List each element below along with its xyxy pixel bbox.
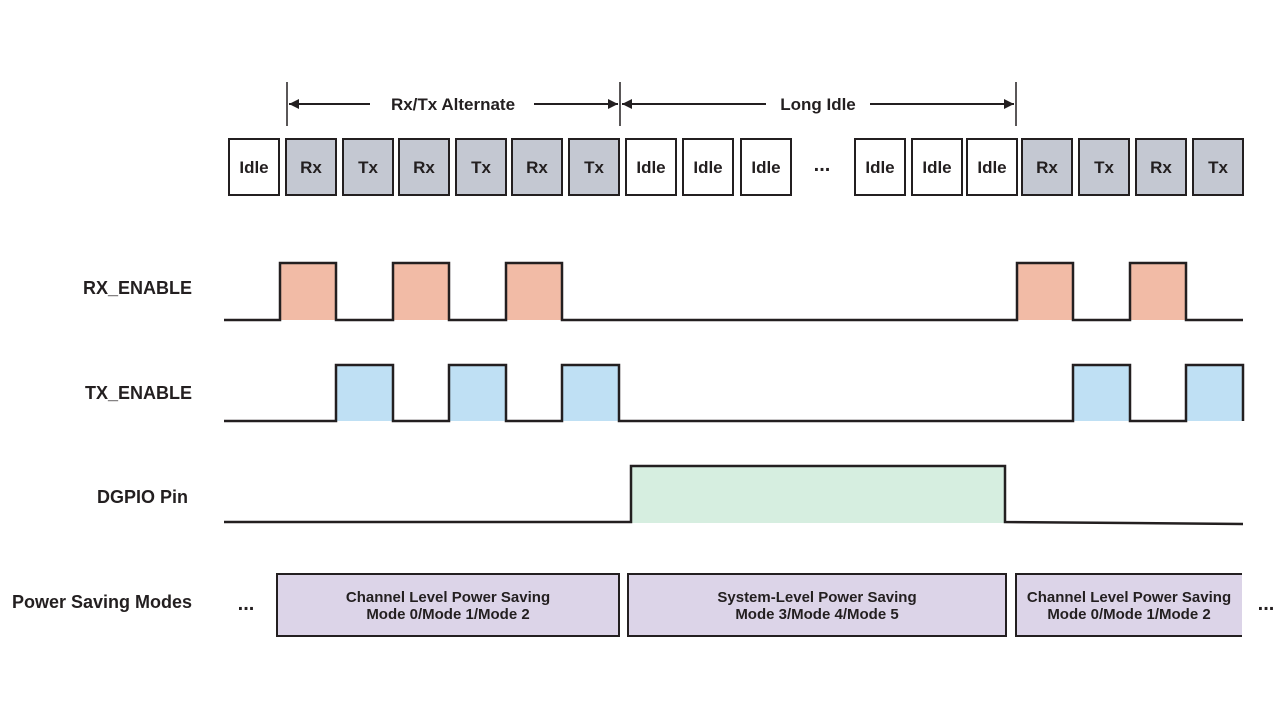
slot-idle-box (740, 138, 792, 196)
dgpio-pulse (631, 466, 1005, 523)
slot-rx-box (1021, 138, 1073, 196)
slot-row: Idle Rx Tx Rx Tx Rx Tx Idle Idle Idle... Idle Idle I… (228, 138, 1244, 196)
span-long-idle-label: Long Idle (780, 95, 856, 114)
tx-enable-pulse (1073, 365, 1130, 421)
slot-rx-label: Rx (526, 158, 548, 177)
dgpio-line (224, 464, 1244, 526)
modes-trailing-ellipsis: ... (1258, 593, 1275, 615)
tx-enable-pulse (562, 365, 619, 421)
slot-idle-label: Idle (922, 158, 951, 177)
tx-enable-label: TX_ENABLE (85, 383, 192, 403)
slot-rx-label: Rx (1150, 158, 1172, 177)
modes-leading-ellipsis: ... (238, 593, 255, 615)
slot-tx-box (1192, 138, 1244, 196)
slot-rx-box (1135, 138, 1187, 196)
dgpio-waveform (224, 464, 1244, 526)
slot-idle-box (228, 138, 280, 196)
tx-enable-waveform (224, 363, 1245, 423)
slot-rx-box (511, 138, 563, 196)
slot-tx-label: Tx (471, 158, 491, 177)
tx-enable-pulse (1186, 365, 1243, 421)
slot-idle-box (854, 138, 906, 196)
span-indicators: Rx/Tx Alternate Long Idle (286, 82, 1017, 126)
slot-tx-box (568, 138, 620, 196)
slot-tx-label: Tx (584, 158, 604, 177)
rx-enable-pulse (1017, 263, 1073, 320)
slot-idle-box (682, 138, 734, 196)
rx-enable-pulse (393, 263, 449, 320)
mode-block-channel-level-continued (1015, 573, 1242, 637)
mode-block-line1: Channel Level Power Saving (346, 589, 550, 606)
slot-rx-label: Rx (300, 158, 322, 177)
slot-tx-box (342, 138, 394, 196)
power-saving-modes-label: Power Saving Modes (12, 592, 192, 612)
dgpio-label: DGPIO Pin (97, 487, 188, 507)
slot-idle-label: Idle (865, 158, 894, 177)
slot-idle-label: Idle (636, 158, 665, 177)
slot-rx-label: Rx (413, 158, 435, 177)
slot-idle-label: Idle (977, 158, 1006, 177)
slot-rx-label: Rx (1036, 158, 1058, 177)
tx-enable-line (224, 363, 1245, 423)
slot-idle-box (966, 138, 1018, 196)
span-rxtx-label: Rx/Tx Alternate (391, 95, 515, 114)
power-saving-modes-row: ... Channel Level Power Saving Mode 0/Mo… (238, 573, 1275, 637)
slot-idle-label: Idle (239, 158, 268, 177)
rx-enable-waveform (224, 261, 1243, 322)
tx-enable-pulse (336, 365, 393, 421)
slot-idle-label: Idle (751, 158, 780, 177)
slot-rx-box (398, 138, 450, 196)
slot-idle-box (911, 138, 963, 196)
rx-enable-pulse (506, 263, 562, 320)
mode-block-system-level (627, 573, 1007, 637)
mode-block-line1: Channel Level Power Saving (1027, 589, 1231, 606)
mode-block-line1: System-Level Power Saving (717, 589, 916, 606)
mode-block-channel-level (276, 573, 620, 637)
slot-rx-box (285, 138, 337, 196)
mode-block-line2: Mode 0/Mode 1/Mode 2 (366, 606, 529, 623)
slot-idle-box (625, 138, 677, 196)
slot-tx-label: Tx (1208, 158, 1228, 177)
slot-ellipsis: ... (814, 154, 831, 176)
rx-enable-pulse (280, 263, 336, 320)
rx-enable-line (224, 261, 1243, 322)
tx-enable-pulse (449, 365, 506, 421)
rx-enable-label: RX_ENABLE (83, 278, 192, 298)
slot-tx-box (455, 138, 507, 196)
mode-block-line2: Mode 0/Mode 1/Mode 2 (1047, 606, 1210, 623)
slot-tx-box (1078, 138, 1130, 196)
rx-enable-pulse (1130, 263, 1186, 320)
slot-tx-label: Tx (358, 158, 378, 177)
slot-tx-label: Tx (1094, 158, 1114, 177)
mode-block-line2: Mode 3/Mode 4/Mode 5 (735, 606, 898, 623)
slot-idle-label: Idle (693, 158, 722, 177)
